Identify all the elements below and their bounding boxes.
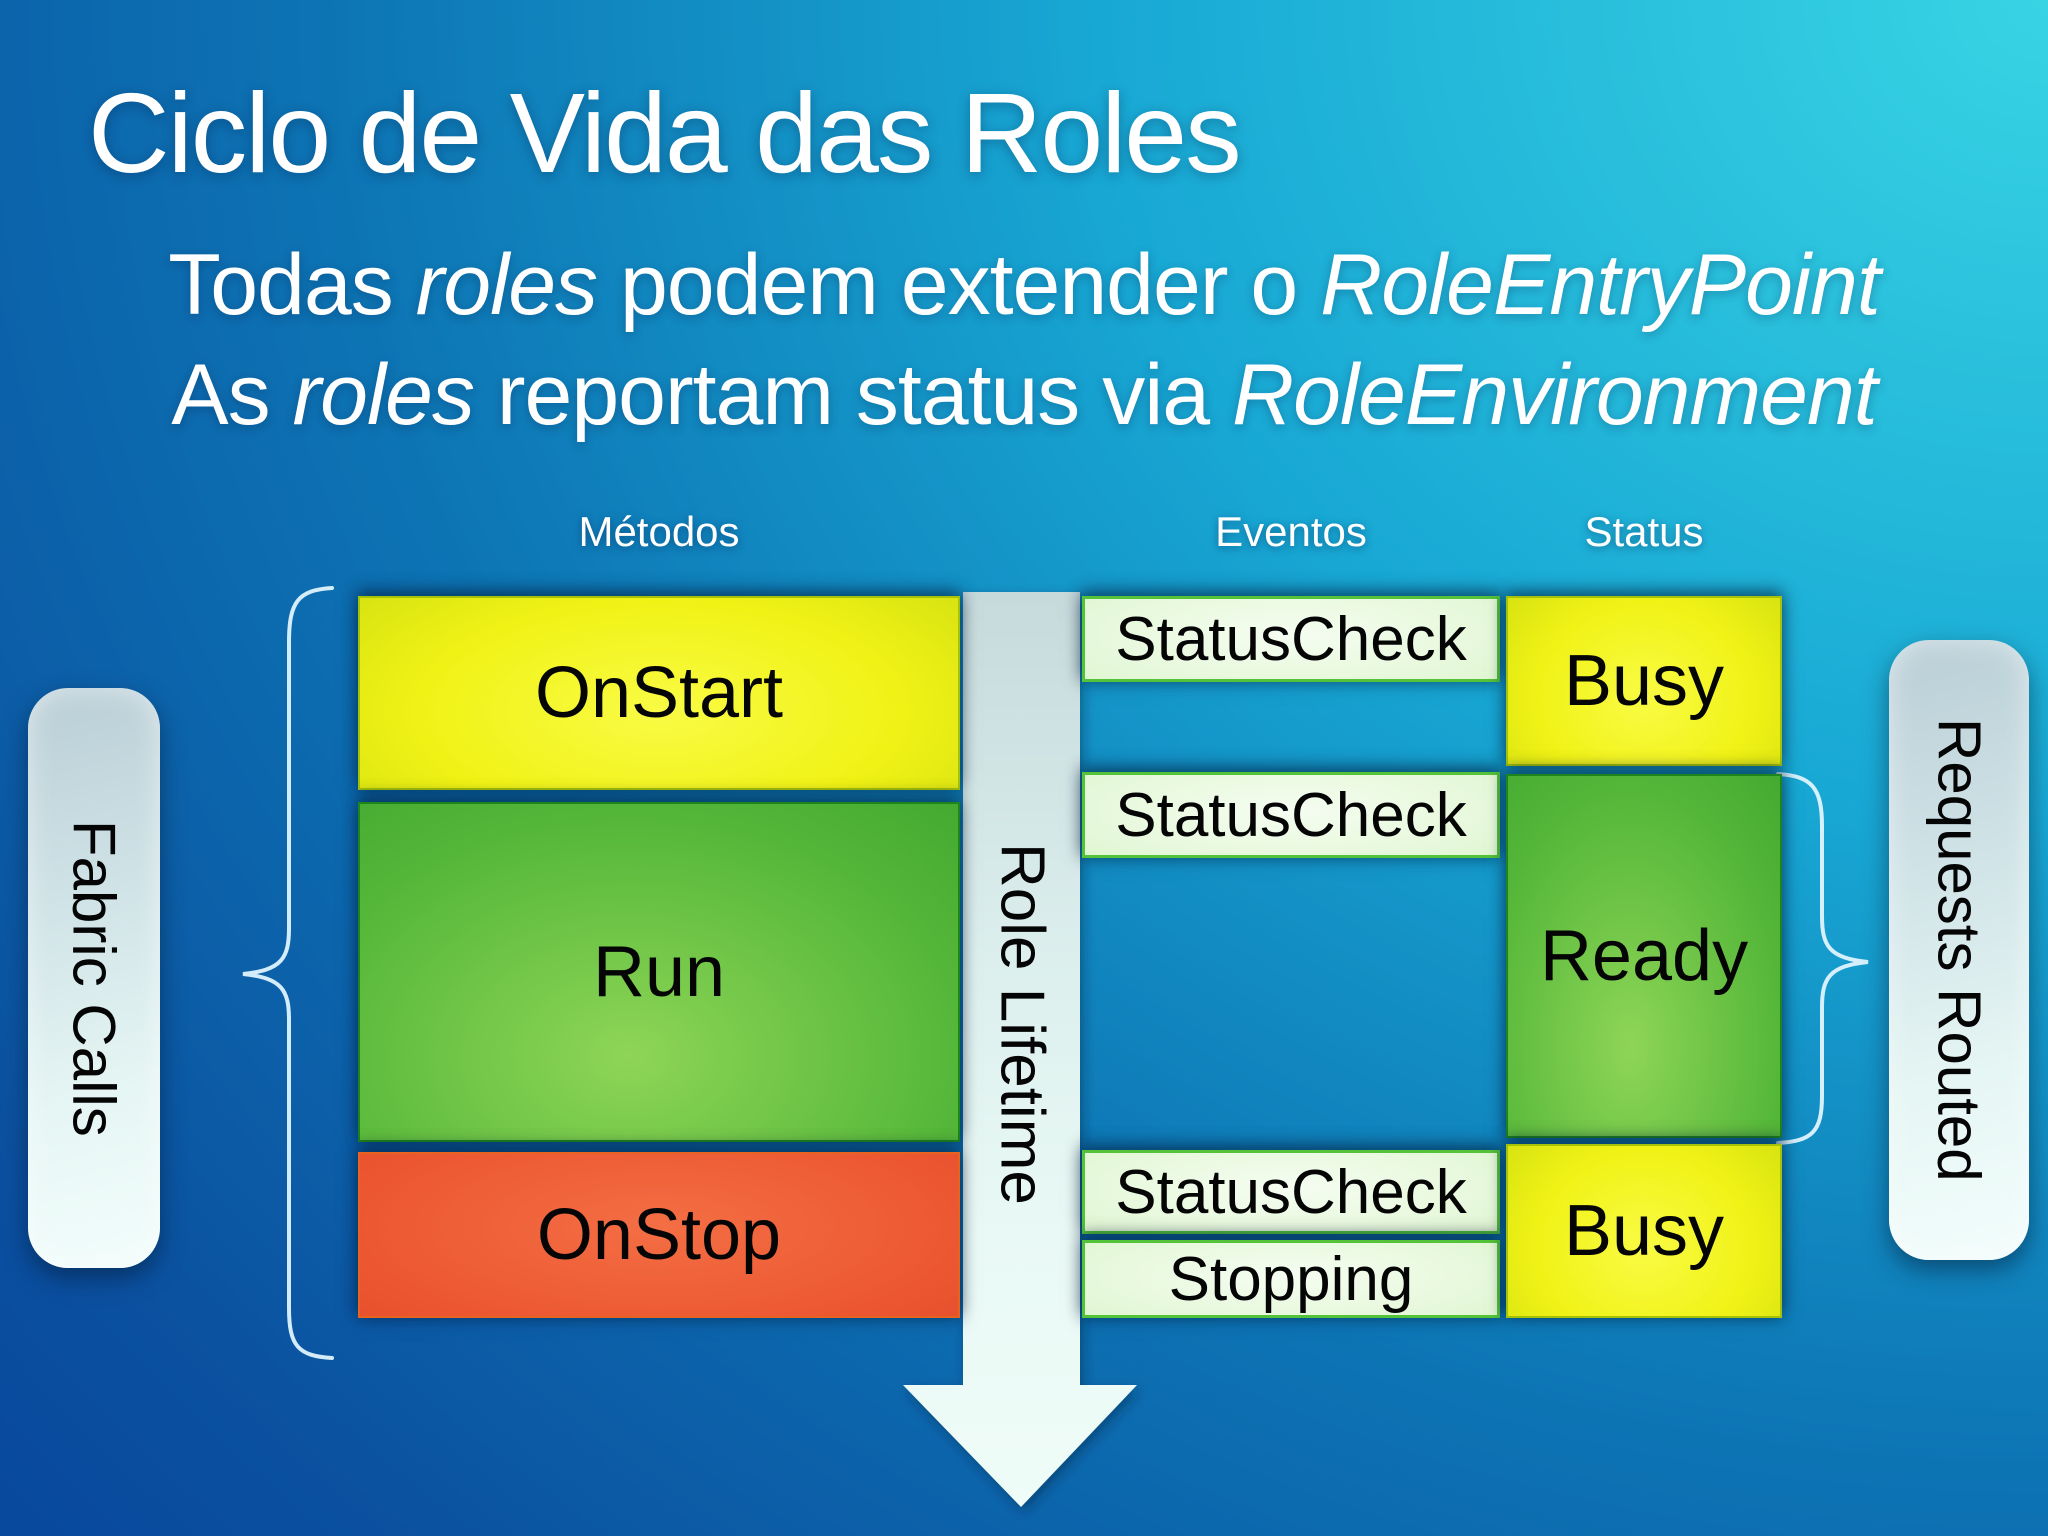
fabric-calls-label: Fabric Calls xyxy=(60,819,128,1137)
fabric-calls-pill: Fabric Calls xyxy=(28,688,160,1268)
subtitle-1-text-1: Todas xyxy=(168,237,416,333)
status-box-ready: Ready xyxy=(1506,774,1782,1138)
event-box-statuscheck-2-label: StatusCheck xyxy=(1115,780,1467,850)
subtitle-1-text-2: podem extender o xyxy=(597,237,1321,333)
method-box-onstop: OnStop xyxy=(358,1152,960,1318)
method-box-onstop-label: OnStop xyxy=(536,1195,782,1275)
page-title: Ciclo de Vida das Roles xyxy=(88,70,1242,196)
status-box-busy-bottom-label: Busy xyxy=(1563,1191,1725,1271)
subtitle-1-italic-1: roles xyxy=(415,237,598,333)
event-box-statuscheck-3-label: StatusCheck xyxy=(1115,1157,1467,1227)
subtitle-line-1: Todas roles podem extender o RoleEntryPo… xyxy=(0,236,2048,335)
column-header-metodos: Métodos xyxy=(578,508,740,555)
subtitle-2-text-1: As xyxy=(171,347,293,443)
role-lifetime-label-wrap: Role Lifetime xyxy=(962,788,1082,1260)
subtitle-line-2: As roles reportam status via RoleEnviron… xyxy=(0,346,2048,445)
column-header-eventos: Eventos xyxy=(1215,508,1367,555)
requests-routed-pill: Requests Routed xyxy=(1889,640,2029,1260)
subtitle-2-italic-1: roles xyxy=(292,347,475,443)
event-box-statuscheck-1: StatusCheck xyxy=(1082,596,1500,682)
event-box-stopping: Stopping xyxy=(1082,1240,1500,1318)
role-lifetime-label: Role Lifetime xyxy=(987,843,1057,1205)
status-box-busy-top-label: Busy xyxy=(1563,641,1725,721)
column-header-status: Status xyxy=(1584,508,1704,555)
method-box-run-label: Run xyxy=(592,932,726,1012)
requests-routed-label: Requests Routed xyxy=(1925,718,1993,1182)
method-box-run: Run xyxy=(358,802,960,1142)
status-box-busy-top: Busy xyxy=(1506,596,1782,766)
right-brace xyxy=(1776,772,1869,1145)
subtitle-1-italic-2: RoleEntryPoint xyxy=(1320,237,1881,333)
event-box-statuscheck-1-label: StatusCheck xyxy=(1115,604,1467,674)
status-box-busy-bottom: Busy xyxy=(1506,1144,1782,1318)
event-box-statuscheck-2: StatusCheck xyxy=(1082,772,1500,858)
role-lifetime-arrow xyxy=(903,592,1137,1507)
method-box-onstart: OnStart xyxy=(358,596,960,790)
left-brace xyxy=(242,586,334,1360)
event-box-stopping-label: Stopping xyxy=(1168,1244,1414,1314)
subtitle-2-text-2: reportam status via xyxy=(473,347,1233,443)
event-box-statuscheck-3: StatusCheck xyxy=(1082,1150,1500,1234)
method-box-onstart-label: OnStart xyxy=(534,653,784,733)
subtitle-2-italic-2: RoleEnvironment xyxy=(1232,347,1878,443)
status-box-ready-label: Ready xyxy=(1539,916,1749,996)
